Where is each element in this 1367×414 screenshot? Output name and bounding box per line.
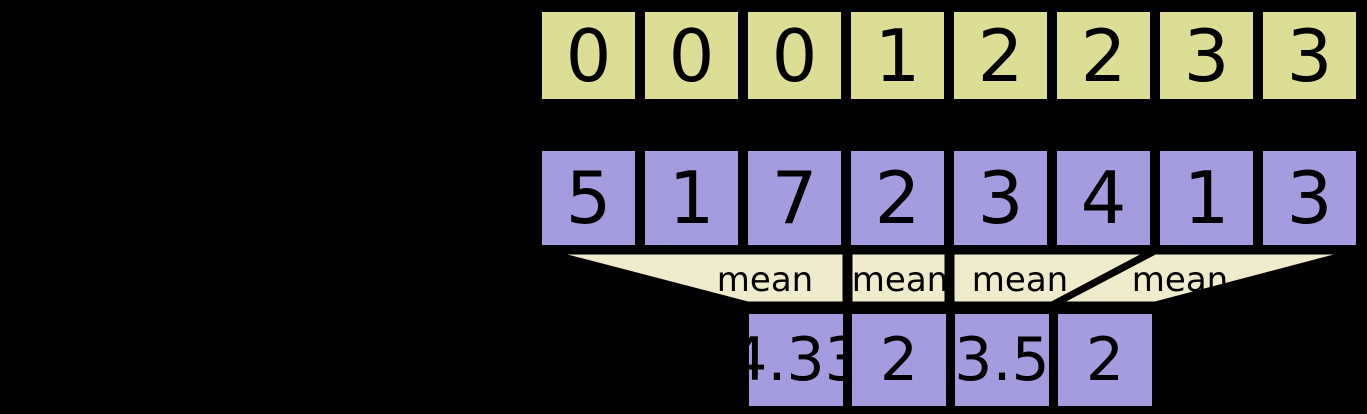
funnel-shape-1 [547,249,848,307]
value-cell: 1 [641,147,742,249]
result-cell: 4.33 [729,310,863,410]
funnel-shape-2 [847,249,950,307]
value-cell: 4 [1053,147,1154,249]
mean-label: mean [1131,260,1229,300]
mean-label: mean [851,260,949,300]
value-cell: 2 [847,147,948,249]
value-cell: 3 [950,147,1051,249]
segment-id-cell: 0 [744,8,845,103]
value-cell: 1 [1156,147,1257,249]
segment-id-cell: 3 [1259,8,1360,103]
value-cell: 3 [1259,147,1360,249]
mean-label: mean [716,260,814,300]
value-cell: 5 [538,147,639,249]
segment-id-cell: 1 [847,8,948,103]
mean-label: mean [971,260,1069,300]
segment-id-cell: 2 [950,8,1051,103]
segment-id-cell: 3 [1156,8,1257,103]
segment-id-cell: 0 [538,8,639,103]
value-cell: 7 [744,147,845,249]
result-cell: 3.5 [951,310,1053,410]
funnel-shape-4 [1054,249,1354,307]
result-cell: 2 [1054,310,1156,410]
funnel-shape-3 [949,249,1152,307]
result-cell: 2 [848,310,950,410]
segment-id-cell: 2 [1053,8,1154,103]
segment-id-cell: 0 [641,8,742,103]
